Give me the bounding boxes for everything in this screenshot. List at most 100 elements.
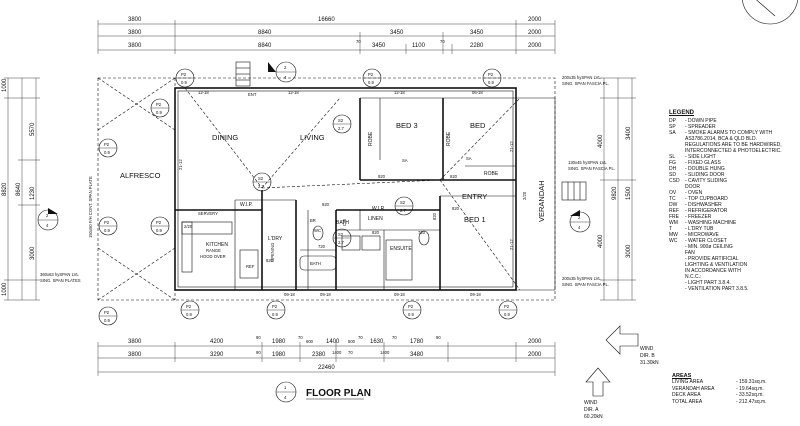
dim-left-7: 3000 xyxy=(30,246,36,260)
window-code-4: 06-18 xyxy=(472,90,483,95)
section-marker-right: 2 4 xyxy=(569,210,591,233)
pier-callouts: P20.9 P20.9 P20.9 P20.9 P20.9 P20.9 P20.… xyxy=(98,68,518,326)
window-code-3: 12-18 xyxy=(394,90,405,95)
legend-desc: - SPREADER xyxy=(685,124,716,130)
legend-item: LIGHTING & VENTILATION xyxy=(669,262,797,268)
dim-bot-13: 90 xyxy=(436,335,441,340)
legend-item: - PROVIDE ARTIFICIAL xyxy=(669,256,797,262)
dim-top-end: 2000 xyxy=(528,17,542,23)
s2-callout: S22.7 xyxy=(394,196,414,216)
legend-desc: - MICROWAVE xyxy=(685,232,719,238)
legend-item: AS3786.2014, BCA & QLD BLD. xyxy=(669,136,797,142)
svg-text:P2: P2 xyxy=(186,304,192,309)
legend-symbol: SL xyxy=(669,154,676,160)
dim-bot-r2-2: 3290 xyxy=(210,352,224,358)
room-cb: C/B xyxy=(342,219,347,226)
dim-top-3c: 70 xyxy=(356,39,361,44)
dim-bot-3: 90 xyxy=(256,335,261,340)
stairs xyxy=(235,61,587,201)
room-alfresco: ALFRESCO xyxy=(120,171,161,180)
legend-symbol: SD xyxy=(669,172,676,178)
svg-text:0.9: 0.9 xyxy=(186,312,192,317)
legend-item: SP- SPREADER xyxy=(669,124,797,130)
dim-top-3h: 2000 xyxy=(528,43,542,49)
area-value: - 212.47sq.m. xyxy=(736,398,767,405)
area-label: LIVING AREA xyxy=(672,379,704,386)
dim-top-3f: 70 xyxy=(440,39,445,44)
legend-desc: - L'DRY TUB xyxy=(685,226,714,232)
window-code-6: 21-12 xyxy=(509,141,514,152)
dim-bot-4: 1980 xyxy=(272,339,286,345)
svg-text:S2: S2 xyxy=(400,200,406,205)
window-code-10: 09-18 xyxy=(320,292,331,297)
window-code-11: 09-18 xyxy=(394,292,405,297)
section-marker-top: 2 4 xyxy=(268,61,297,83)
svg-text:0.9: 0.9 xyxy=(488,80,494,85)
external-walls xyxy=(174,87,556,291)
room-wip: W.I.P. xyxy=(240,202,253,208)
dim-top-3g: 2280 xyxy=(470,43,484,49)
plate-mid-right-1: 130x45 hySPAN LVL xyxy=(568,160,607,165)
dim-bot-7: 1400 xyxy=(326,339,340,345)
svg-text:60.20kN: 60.20kN xyxy=(584,414,603,420)
legend-item: DP- DOWN PIPE xyxy=(669,118,797,124)
area-row: DECK AREA- 33.52sq.m. xyxy=(672,392,797,398)
window-code-2: 12-18 xyxy=(288,90,299,95)
svg-text:P2: P2 xyxy=(104,220,110,225)
area-row: TOTAL AREA- 212.47sq.m. xyxy=(672,399,797,405)
svg-text:2: 2 xyxy=(578,215,581,220)
room-ref: REF xyxy=(246,264,255,269)
svg-text:P2: P2 xyxy=(368,72,374,77)
dim-top-2a: 3800 xyxy=(128,30,142,36)
dim-bot-11: 70 xyxy=(392,335,397,340)
svg-text:4: 4 xyxy=(578,225,581,230)
legend-item: CSD- CAVITY SLIDING xyxy=(669,178,797,184)
dim-left-4: 8640 xyxy=(16,182,22,196)
dim-top-2c: 3450 xyxy=(390,30,404,36)
room-bed1: BED 1 xyxy=(464,215,486,224)
legend-desc: - LIGHT PART 3.8.4. xyxy=(685,280,731,286)
svg-text:2: 2 xyxy=(284,65,287,70)
legend-item: FAN xyxy=(669,250,797,256)
dim-right-5: 1500 xyxy=(626,186,632,200)
p2-callout: P20.9 xyxy=(150,216,170,236)
room-wir: W.I.R. xyxy=(372,206,386,212)
dim-bot-r2-6: 2000 xyxy=(528,352,542,358)
dim-bot-r2-5: 3480 xyxy=(410,352,424,358)
title-callout-sheet: 4 xyxy=(284,395,287,400)
legend-item: DW- DISHWASHER xyxy=(669,202,797,208)
legend-symbol: T xyxy=(669,226,673,232)
bottom-dimensions: 3800 4200 90 1980 70 600 1400 500 70 163… xyxy=(97,335,556,376)
svg-text:P2: P2 xyxy=(104,142,110,147)
legend-item: WM- WASHING MACHINE xyxy=(669,220,797,226)
legend-symbol: DW xyxy=(669,202,678,208)
legend-desc: - WATER CLOSET xyxy=(685,238,727,244)
legend-item: DH- DOUBLE HUNG xyxy=(669,166,797,172)
svg-text:P2: P2 xyxy=(156,220,162,225)
legend-item: TC- TOP CUPBOARD xyxy=(669,196,797,202)
plate-bottom-right-1: 200x35 hySPAN LVL xyxy=(562,276,601,281)
svg-text:P2: P2 xyxy=(488,72,494,77)
legend-symbol: OV xyxy=(669,190,677,196)
p2-callout: P20.9 xyxy=(498,300,518,320)
svg-text:P2: P2 xyxy=(272,304,278,309)
svg-text:2: 2 xyxy=(46,213,49,218)
legend-item: - LIGHT PART 3.8.4. xyxy=(669,280,797,286)
svg-text:WIND: WIND xyxy=(640,346,654,352)
legend-desc: - PROVIDE ARTIFICIAL xyxy=(685,256,739,262)
window-code-12: 09-18 xyxy=(470,292,481,297)
room-dining: DINING xyxy=(212,133,238,142)
svg-text:S2: S2 xyxy=(338,232,344,237)
dim-left-1: 1000 xyxy=(2,78,8,92)
legend-item: DOOR xyxy=(669,184,797,190)
dim-bot-r2-4: 2380 xyxy=(312,352,326,358)
legend-symbol: FG xyxy=(669,160,676,166)
legend-symbol: CSD xyxy=(669,178,680,184)
dim-left-6: 1230 xyxy=(30,186,36,200)
wind-arrow-b: WIND DIR. B 31.30kN xyxy=(605,325,659,366)
legend-desc: - FIXED GLASS xyxy=(685,160,721,166)
page-title: FLOOR PLAN xyxy=(306,388,371,399)
wind-arrow-a: WIND DIR. A 60.20kN xyxy=(584,367,611,420)
plan-title: 1 4 FLOOR PLAN xyxy=(275,381,371,403)
p2-callout: P20.9 xyxy=(150,98,170,118)
